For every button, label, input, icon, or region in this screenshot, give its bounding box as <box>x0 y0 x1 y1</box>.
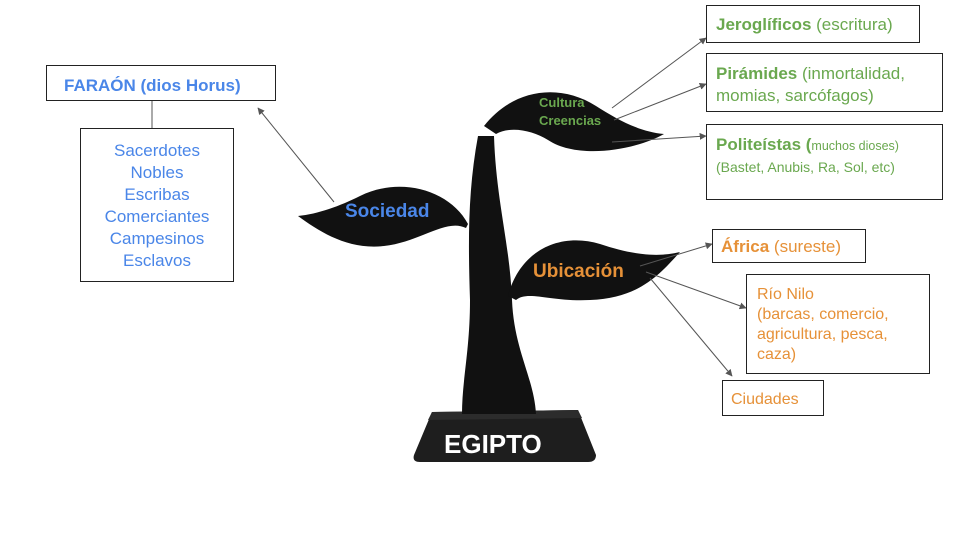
africa-rest: (sureste) <box>769 237 841 256</box>
leaf-sociedad <box>298 186 468 247</box>
politeistas-gods: (Bastet, Anubis, Ra, Sol, etc) <box>716 159 895 175</box>
social-class-item: Nobles <box>130 163 184 182</box>
leaf-ubicacion <box>508 240 680 301</box>
faraon-box: FARAÓN (dios Horus) <box>46 65 276 101</box>
rio-line: Río Nilo <box>757 286 814 303</box>
piramides-rest: (inmortalidad, momias, sarcófagos) <box>716 64 905 105</box>
leaf-label-ubicacion: Ubicación <box>533 261 624 282</box>
arrow-cultura-jeroglificos <box>611 37 707 109</box>
jeroglificos-head: Jeroglíficos <box>716 15 812 34</box>
tree-base <box>413 410 596 462</box>
leaf-label-sociedad: Sociedad <box>345 201 430 222</box>
rio-line: agricultura, pesca, <box>757 326 888 343</box>
rio-line: (barcas, comercio, <box>757 306 889 323</box>
social-class-item: Escribas <box>124 185 190 204</box>
tree-trunk <box>462 136 536 414</box>
leaf-label-cultura: Cultura Creencias <box>539 94 601 130</box>
politeistas-box: Politeístas (muchos dioses) (Bastet, Anu… <box>706 124 943 200</box>
politeistas-small: muchos dioses) <box>811 139 899 153</box>
arrow-sociedad-faraon <box>257 107 335 203</box>
africa-box: África (sureste) <box>712 229 866 263</box>
leaf-label-cultura-line1: Cultura <box>539 95 585 110</box>
diagram-title: EGIPTO <box>444 429 542 459</box>
ciudades-box: Ciudades <box>722 380 824 416</box>
leaf-label-cultura-line2: Creencias <box>539 113 602 128</box>
politeistas-head: Politeístas ( <box>716 135 812 154</box>
social-class-item: Campesinos <box>109 229 205 248</box>
social-classes-box: Sacerdotes Nobles Escribas Comerciantes … <box>80 128 234 282</box>
jeroglificos-box: Jeroglíficos (escritura) <box>706 5 920 43</box>
leaf-cultura <box>484 92 664 152</box>
social-class-item: Comerciantes <box>104 207 210 226</box>
piramides-box: Pirámides (inmortalidad, momias, sarcófa… <box>706 53 943 112</box>
social-class-item: Sacerdotes <box>114 141 200 160</box>
arrow-ubicacion-africa <box>639 242 713 267</box>
piramides-head: Pirámides <box>716 64 798 83</box>
arrow-cultura-piramides <box>613 83 707 121</box>
rio-line: caza) <box>757 346 797 363</box>
arrow-ubicacion-rio <box>645 271 747 310</box>
social-class-item: Esclavos <box>122 251 192 270</box>
arrow-ubicacion-ciudades <box>649 277 733 377</box>
rio-nilo-box: Río Nilo (barcas, comercio, agricultura,… <box>746 274 930 374</box>
arrow-cultura-politeistas <box>611 132 707 143</box>
jeroglificos-rest: (escritura) <box>811 15 893 34</box>
africa-head: África <box>721 237 770 256</box>
